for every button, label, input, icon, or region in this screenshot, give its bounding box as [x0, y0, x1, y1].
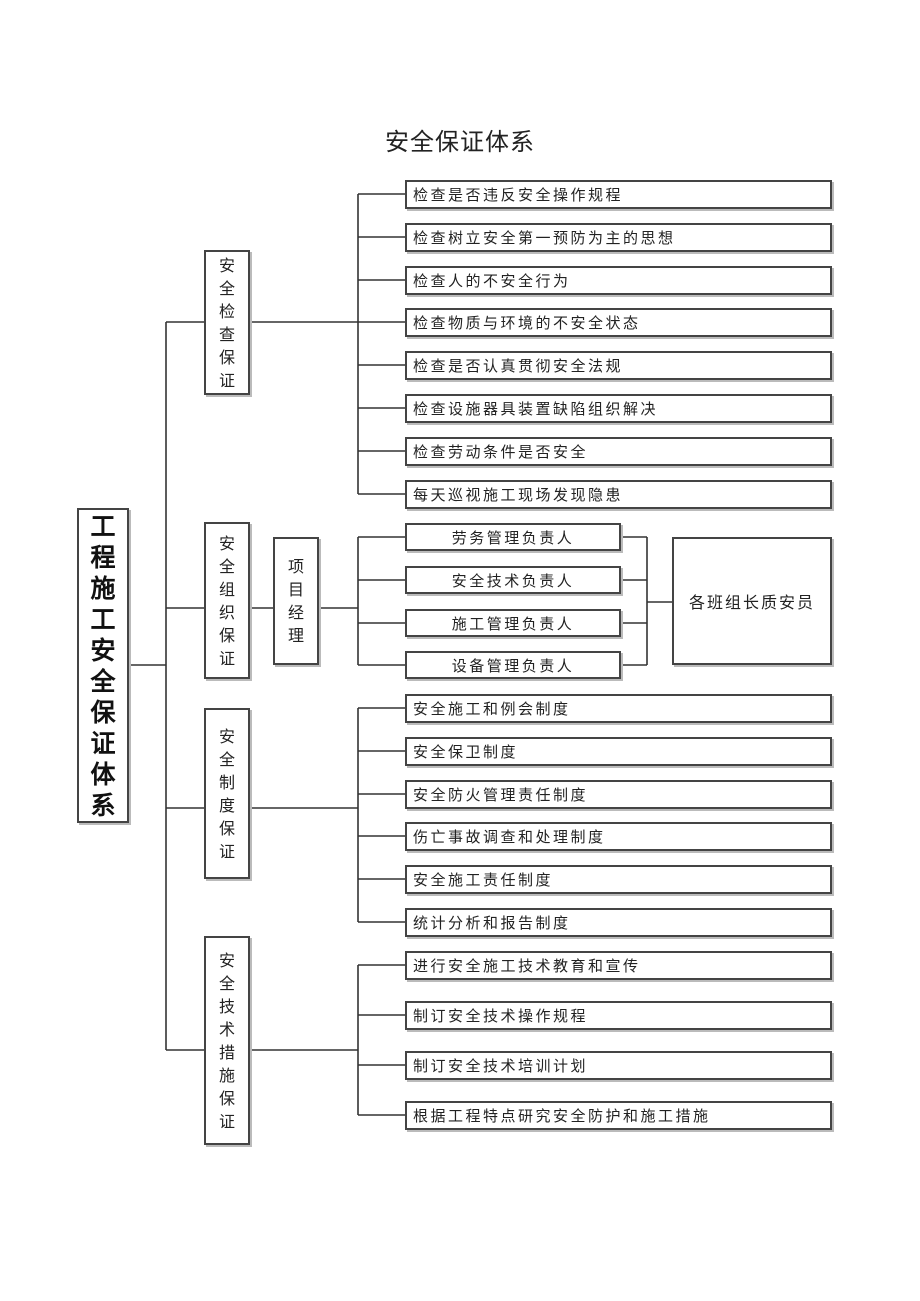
label-char: 系 [90, 790, 116, 820]
label-char: 全 [218, 278, 235, 298]
leaf-node: 制订安全技术培训计划 [405, 1051, 832, 1080]
leaf-node: 统计分析和报告制度 [405, 908, 832, 937]
label-char: 理 [287, 626, 304, 645]
label-char: 证 [218, 370, 235, 390]
responsible-node: 安全技术负责人 [405, 566, 621, 594]
label-char: 安 [90, 635, 116, 665]
label-char: 经 [287, 603, 304, 622]
label-char: 全 [218, 556, 235, 576]
label-char: 目 [287, 580, 304, 599]
label-char: 工 [90, 511, 116, 541]
label-char: 度 [218, 795, 235, 815]
label-char: 全 [90, 666, 116, 696]
leaf-node: 检查是否认真贯彻安全法规 [405, 351, 832, 380]
manager-node: 项目经理 [273, 537, 319, 665]
label-char: 保 [90, 697, 116, 727]
label-char: 施 [90, 573, 116, 603]
page-title: 安全保证体系 [385, 128, 535, 156]
leaf-node: 检查劳动条件是否安全 [405, 437, 832, 466]
label-char: 安 [218, 726, 235, 746]
label-char: 程 [90, 542, 116, 572]
label-char: 体 [90, 759, 116, 789]
leaf-node: 检查设施器具装置缺陷组织解决 [405, 394, 832, 423]
leaf-node: 安全防火管理责任制度 [405, 780, 832, 809]
label-char: 检 [218, 301, 235, 321]
label-char: 术 [218, 1019, 235, 1039]
leaf-node: 每天巡视施工现场发现隐患 [405, 480, 832, 509]
qa-node: 各班组长质安员 [672, 537, 832, 665]
label-char: 保 [218, 347, 235, 367]
responsible-node: 劳务管理负责人 [405, 523, 621, 551]
leaf-node: 检查人的不安全行为 [405, 266, 832, 295]
branch-node-safety-organization: 安全组织保证 [204, 522, 250, 679]
leaf-node: 安全施工和例会制度 [405, 694, 832, 723]
label-char: 工 [90, 604, 116, 634]
leaf-node: 检查是否违反安全操作规程 [405, 180, 832, 209]
label-char: 施 [218, 1065, 235, 1085]
label-char: 证 [218, 648, 235, 668]
leaf-node: 安全施工责任制度 [405, 865, 832, 894]
label-char: 保 [218, 625, 235, 645]
leaf-node: 检查树立安全第一预防为主的思想 [405, 223, 832, 252]
label-char: 措 [218, 1042, 235, 1062]
label-char: 保 [218, 818, 235, 838]
leaf-node: 安全保卫制度 [405, 737, 832, 766]
label-char: 技 [218, 996, 235, 1016]
responsible-node: 施工管理负责人 [405, 609, 621, 637]
leaf-node: 检查物质与环境的不安全状态 [405, 308, 832, 337]
responsible-node: 设备管理负责人 [405, 651, 621, 679]
branch-node-safety-inspection: 安全检查保证 [204, 250, 250, 395]
label-char: 安 [218, 950, 235, 970]
label-char: 项 [287, 557, 304, 576]
label-char: 保 [218, 1088, 235, 1108]
label-char: 织 [218, 602, 235, 622]
label-char: 证 [218, 1111, 235, 1131]
label-char: 全 [218, 749, 235, 769]
label-char: 组 [218, 579, 235, 599]
label-char: 查 [218, 324, 235, 344]
label-char: 证 [90, 728, 116, 758]
label-char: 证 [218, 841, 235, 861]
leaf-node: 制订安全技术操作规程 [405, 1001, 832, 1030]
label-char: 安 [218, 255, 235, 275]
leaf-node: 根据工程特点研究安全防护和施工措施 [405, 1101, 832, 1130]
label-char: 全 [218, 973, 235, 993]
label-char: 制 [218, 772, 235, 792]
branch-node-safety-technical-measures: 安全技术措施保证 [204, 936, 250, 1145]
leaf-node: 伤亡事故调查和处理制度 [405, 822, 832, 851]
label-char: 安 [218, 533, 235, 553]
branch-node-safety-system: 安全制度保证 [204, 708, 250, 879]
leaf-node: 进行安全施工技术教育和宣传 [405, 951, 832, 980]
root-node: 工程施工安全保证体系 [77, 508, 129, 823]
